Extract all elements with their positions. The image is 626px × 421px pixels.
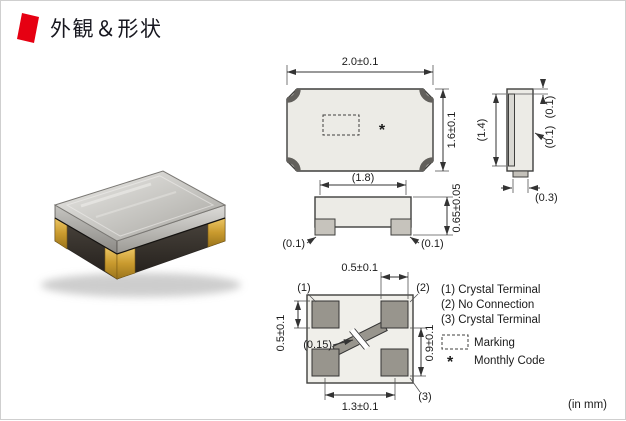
legend-terminal-2: (2) No Connection bbox=[441, 299, 534, 311]
label-pad3: (3) bbox=[418, 391, 431, 403]
corner-castellation bbox=[419, 157, 434, 172]
bottom-terminal-foot bbox=[512, 170, 529, 178]
bottom-view: (1) (2) (3) 0.5±0.1 0.5±0.1 (0.15) 0.9±0… bbox=[275, 262, 436, 413]
dim-side-lid-width: (1.4) bbox=[476, 119, 488, 142]
front-view: (1.8) 0.65±0.05 (0.1) (0.1) bbox=[282, 172, 463, 250]
leader-line bbox=[332, 339, 354, 346]
section-flag-icon bbox=[17, 13, 39, 43]
lid-edge-strip bbox=[508, 93, 515, 167]
label-pad2: (2) bbox=[416, 282, 429, 294]
leader-line bbox=[307, 293, 317, 303]
top-view-outline bbox=[286, 88, 434, 172]
legend-monthly-label: Monthly Code bbox=[474, 355, 545, 367]
lid-highlight-2 bbox=[95, 191, 177, 218]
pad-2-nc bbox=[380, 300, 409, 329]
legend: (1) Crystal Terminal (2) No Connection (… bbox=[441, 284, 607, 411]
lid-highlight bbox=[80, 182, 152, 208]
legend-marking-box bbox=[441, 334, 469, 350]
dim-top-height: 1.6±0.1 bbox=[446, 112, 458, 149]
flag-shape bbox=[17, 13, 39, 43]
section-header: 外観＆形状 bbox=[15, 10, 163, 46]
side-view: (1.4) (0.1) (0.1) (0.3) bbox=[476, 79, 558, 204]
front-pad-left bbox=[314, 218, 336, 236]
band-insulation-gap bbox=[349, 327, 370, 351]
legend-terminal-3: (3) Crystal Terminal bbox=[441, 314, 540, 326]
dim-front-pad-left: (0.1) bbox=[282, 238, 305, 250]
corner-castellation bbox=[419, 88, 434, 103]
leader-line bbox=[409, 236, 420, 245]
dim-front-lid-width: (1.8) bbox=[352, 172, 375, 184]
leader-line bbox=[534, 132, 548, 141]
monthly-code-symbol: * bbox=[379, 122, 386, 139]
dim-side-terminal-width: (0.3) bbox=[535, 192, 558, 204]
dim-side-gap-second: (0.1) bbox=[544, 126, 556, 149]
section-title: 外観＆形状 bbox=[50, 18, 163, 41]
dim-bottom-pitch-h: 1.3±0.1 bbox=[342, 401, 379, 413]
gap-edge bbox=[349, 331, 365, 350]
dim-bottom-pad-width: 0.5±0.1 bbox=[341, 262, 378, 274]
top-view: * 2.0±0.1 1.6±0.1 bbox=[286, 56, 458, 172]
dim-bottom-gap: (0.15) bbox=[303, 339, 332, 351]
pad-3-crystal bbox=[380, 348, 409, 377]
legend-monthly-symbol: * bbox=[447, 354, 454, 371]
corner-castellation bbox=[286, 157, 301, 172]
pad-4 bbox=[311, 348, 340, 377]
units-note: (in mm) bbox=[568, 399, 607, 411]
front-pad-right bbox=[390, 218, 412, 236]
photo-shadow bbox=[41, 273, 241, 297]
corner-castellation bbox=[286, 88, 301, 103]
leader-line bbox=[409, 293, 419, 303]
legend-marking-label: Marking bbox=[474, 337, 515, 349]
lid-weld-seam bbox=[65, 175, 215, 237]
dim-side-gap-top: (0.1) bbox=[544, 96, 556, 119]
label-pad1: (1) bbox=[297, 282, 310, 294]
leader-line bbox=[306, 236, 317, 245]
dim-top-width: 2.0±0.1 bbox=[342, 56, 379, 68]
lid-base-seam bbox=[54, 217, 226, 255]
dim-front-height: 0.65±0.05 bbox=[451, 184, 463, 233]
marking-area-box bbox=[322, 114, 360, 136]
pad-1-crystal bbox=[311, 300, 340, 329]
component-photo bbox=[41, 170, 241, 297]
dim-front-pad-right: (0.1) bbox=[421, 238, 444, 250]
gap-edge bbox=[354, 328, 370, 347]
leader-line bbox=[409, 377, 421, 393]
legend-terminal-1: (1) Crystal Terminal bbox=[441, 284, 540, 296]
dim-bottom-pad-height: 0.5±0.1 bbox=[275, 315, 287, 352]
dim-bottom-pitch-v: 0.9±0.1 bbox=[424, 325, 436, 362]
